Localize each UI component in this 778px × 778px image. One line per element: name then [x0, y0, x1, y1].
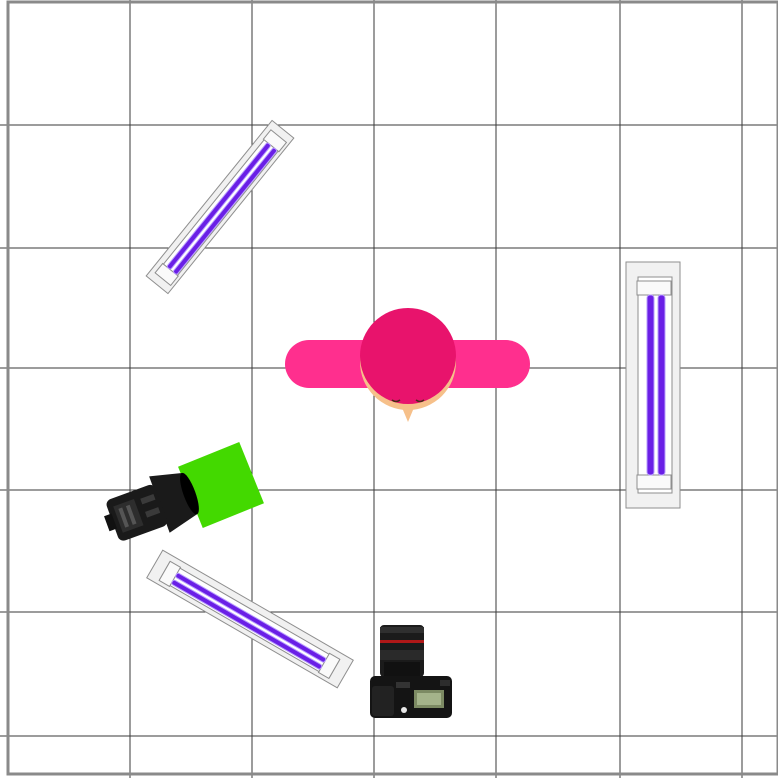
tube-light-right: [626, 262, 680, 508]
light-tube-icon: [626, 262, 680, 508]
